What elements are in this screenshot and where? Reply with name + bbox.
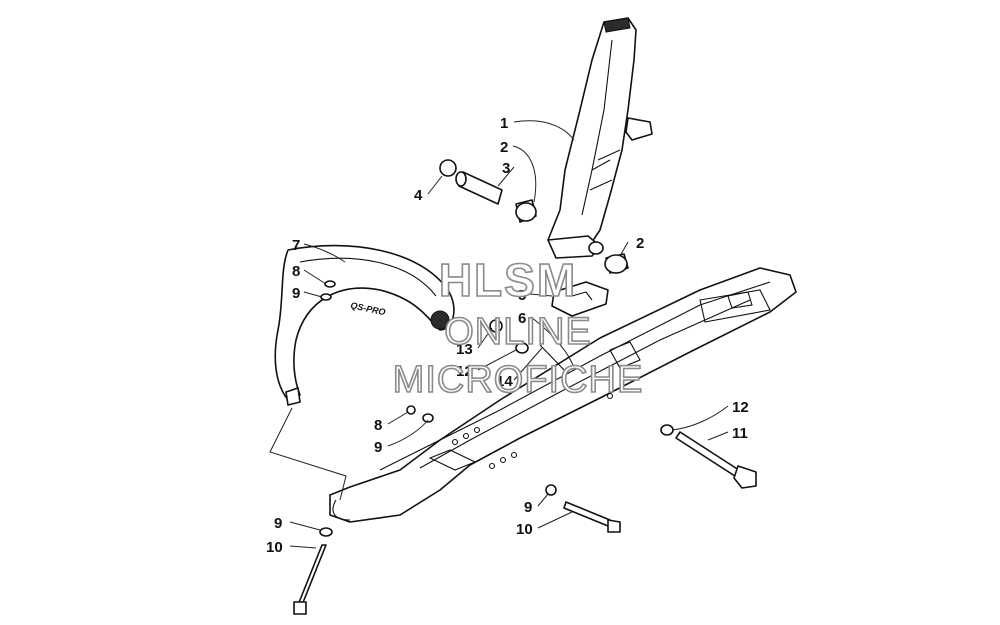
callout-7: 7 [292, 237, 300, 254]
callout-5: 5 [518, 287, 526, 304]
watermark: HLSM ONLINE MICROFICHE [392, 253, 644, 402]
callouts: 1 2 3 4 2 7 8 9 5 6 13 12 14 12 11 8 9 9… [266, 115, 749, 556]
callout-6: 6 [518, 310, 526, 327]
watermark-line-1: HLSM [439, 254, 577, 306]
watermark-line-3: MICROFICHE [393, 359, 644, 401]
spindle-part [547, 17, 653, 259]
callout-10: 10 [516, 521, 533, 538]
callout-9: 9 [524, 499, 532, 516]
callout-1: 1 [500, 115, 508, 132]
callout-9: 9 [374, 439, 382, 456]
ski-loop-decal: QS-PRO [350, 300, 387, 317]
watermark-line-2: ONLINE [444, 311, 591, 353]
callout-10: 10 [266, 539, 283, 556]
callout-14: 14 [496, 373, 513, 390]
leader-lines [269, 120, 729, 549]
callout-9: 9 [292, 285, 300, 302]
ski-body [329, 267, 797, 523]
callout-8: 8 [292, 263, 300, 280]
callout-13: 13 [456, 341, 473, 358]
callout-12: 12 [456, 363, 473, 380]
callout-9: 9 [274, 515, 282, 532]
bushing-parts [439, 159, 629, 274]
callout-2: 2 [500, 139, 508, 156]
callout-2: 2 [636, 235, 644, 252]
callout-12: 12 [732, 399, 749, 416]
callout-8: 8 [374, 417, 382, 434]
callout-11: 11 [732, 425, 748, 442]
callout-3: 3 [502, 160, 510, 177]
fastener-parts [293, 280, 757, 615]
callout-4: 4 [414, 187, 423, 204]
